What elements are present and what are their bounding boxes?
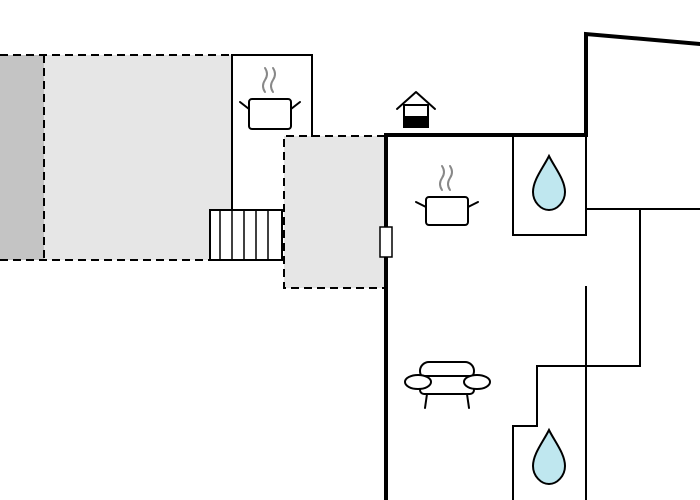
terrace-shaded-strip xyxy=(0,55,44,260)
terrace-left xyxy=(0,54,232,261)
stairs-outline xyxy=(209,209,283,261)
pot-handle-left xyxy=(239,101,250,110)
pot-handle-right xyxy=(467,201,479,208)
sofa-arm-left xyxy=(404,374,432,390)
pot-body xyxy=(248,98,292,130)
steam xyxy=(447,165,453,191)
sofa-leg xyxy=(466,393,470,409)
sofa-icon xyxy=(404,361,491,409)
outdoor-kitchen-walls xyxy=(231,54,313,261)
steam xyxy=(262,67,268,93)
house-walls xyxy=(379,31,700,500)
exterior-wall xyxy=(384,31,700,500)
kitchen-pot-icon xyxy=(239,67,301,130)
terrace-middle-area xyxy=(284,136,385,288)
bathroom-top-wall xyxy=(512,135,587,236)
drop-shape xyxy=(531,153,567,212)
pot-handle-right xyxy=(290,101,301,110)
drop-shape xyxy=(531,427,567,486)
terrace-middle-dashed-border xyxy=(283,135,385,289)
steam xyxy=(439,165,445,191)
sofa-arm-right xyxy=(463,374,491,390)
terrace-middle xyxy=(283,135,385,289)
terrace-area xyxy=(44,55,232,260)
house-entrance-icon xyxy=(396,91,436,128)
water-drop-icon xyxy=(531,153,567,212)
water-drop-icon xyxy=(531,427,567,486)
entrance-floor xyxy=(404,116,428,127)
entrance-roof xyxy=(396,91,436,110)
bathroom-bottom-wall xyxy=(512,365,587,500)
pot-body xyxy=(425,196,469,226)
outdoor-kitchen xyxy=(231,54,313,261)
sofa-leg xyxy=(424,393,428,409)
door-marker xyxy=(379,226,393,258)
pot-handle-left xyxy=(415,201,427,208)
stairs xyxy=(209,209,283,261)
kitchen-pot-icon xyxy=(415,165,479,226)
hallway-wall-upper xyxy=(585,208,641,367)
steam xyxy=(270,67,276,93)
